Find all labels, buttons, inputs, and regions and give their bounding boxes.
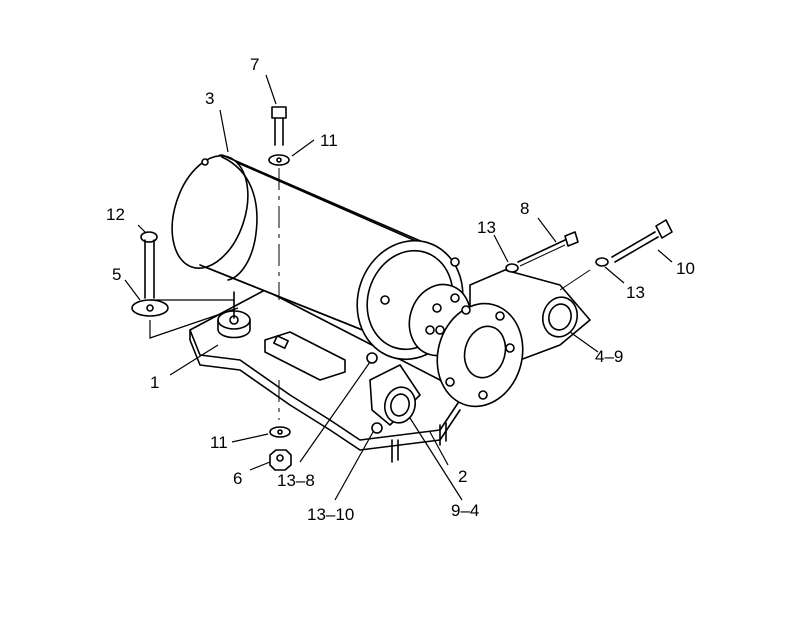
callout-2: 2: [458, 467, 467, 486]
callout-12: 12: [106, 205, 125, 224]
callout-13-8: 13–8: [277, 471, 315, 490]
callout-1: 1: [150, 373, 159, 392]
callout-11-top: 11: [320, 131, 338, 150]
callout-8: 8: [520, 199, 529, 218]
callout-13-right: 13: [626, 283, 645, 302]
callout-4-9: 4–9: [595, 347, 623, 366]
callout-9-4: 9–4: [451, 501, 479, 520]
callout-11-bottom: 11: [210, 433, 228, 452]
leader-lines: [124, 74, 673, 501]
washer-11-bottom: [269, 426, 291, 438]
bolt-8: [517, 231, 579, 267]
callout-13-10: 13–10: [307, 505, 354, 524]
motor-body: [171, 154, 464, 361]
bolt-12: [140, 231, 158, 299]
callout-labels: 1 2 3 4–9 5 6 7 8 9–4 10 11 11 12 13 13 …: [106, 55, 695, 524]
callout-6: 6: [233, 469, 242, 488]
washer-5: [131, 299, 169, 317]
callout-13-left: 13: [477, 218, 496, 237]
bolt-10: [611, 219, 673, 263]
bolt-7: [271, 106, 287, 146]
callout-5: 5: [112, 265, 121, 284]
callout-3: 3: [205, 89, 214, 108]
vibration-mount: [217, 291, 251, 339]
washer-11-top: [268, 154, 290, 166]
callout-10: 10: [676, 259, 695, 278]
washer-13-left: [505, 263, 519, 273]
nut-6: [269, 449, 292, 471]
callout-7: 7: [250, 55, 259, 74]
washer-13-right: [595, 257, 609, 267]
